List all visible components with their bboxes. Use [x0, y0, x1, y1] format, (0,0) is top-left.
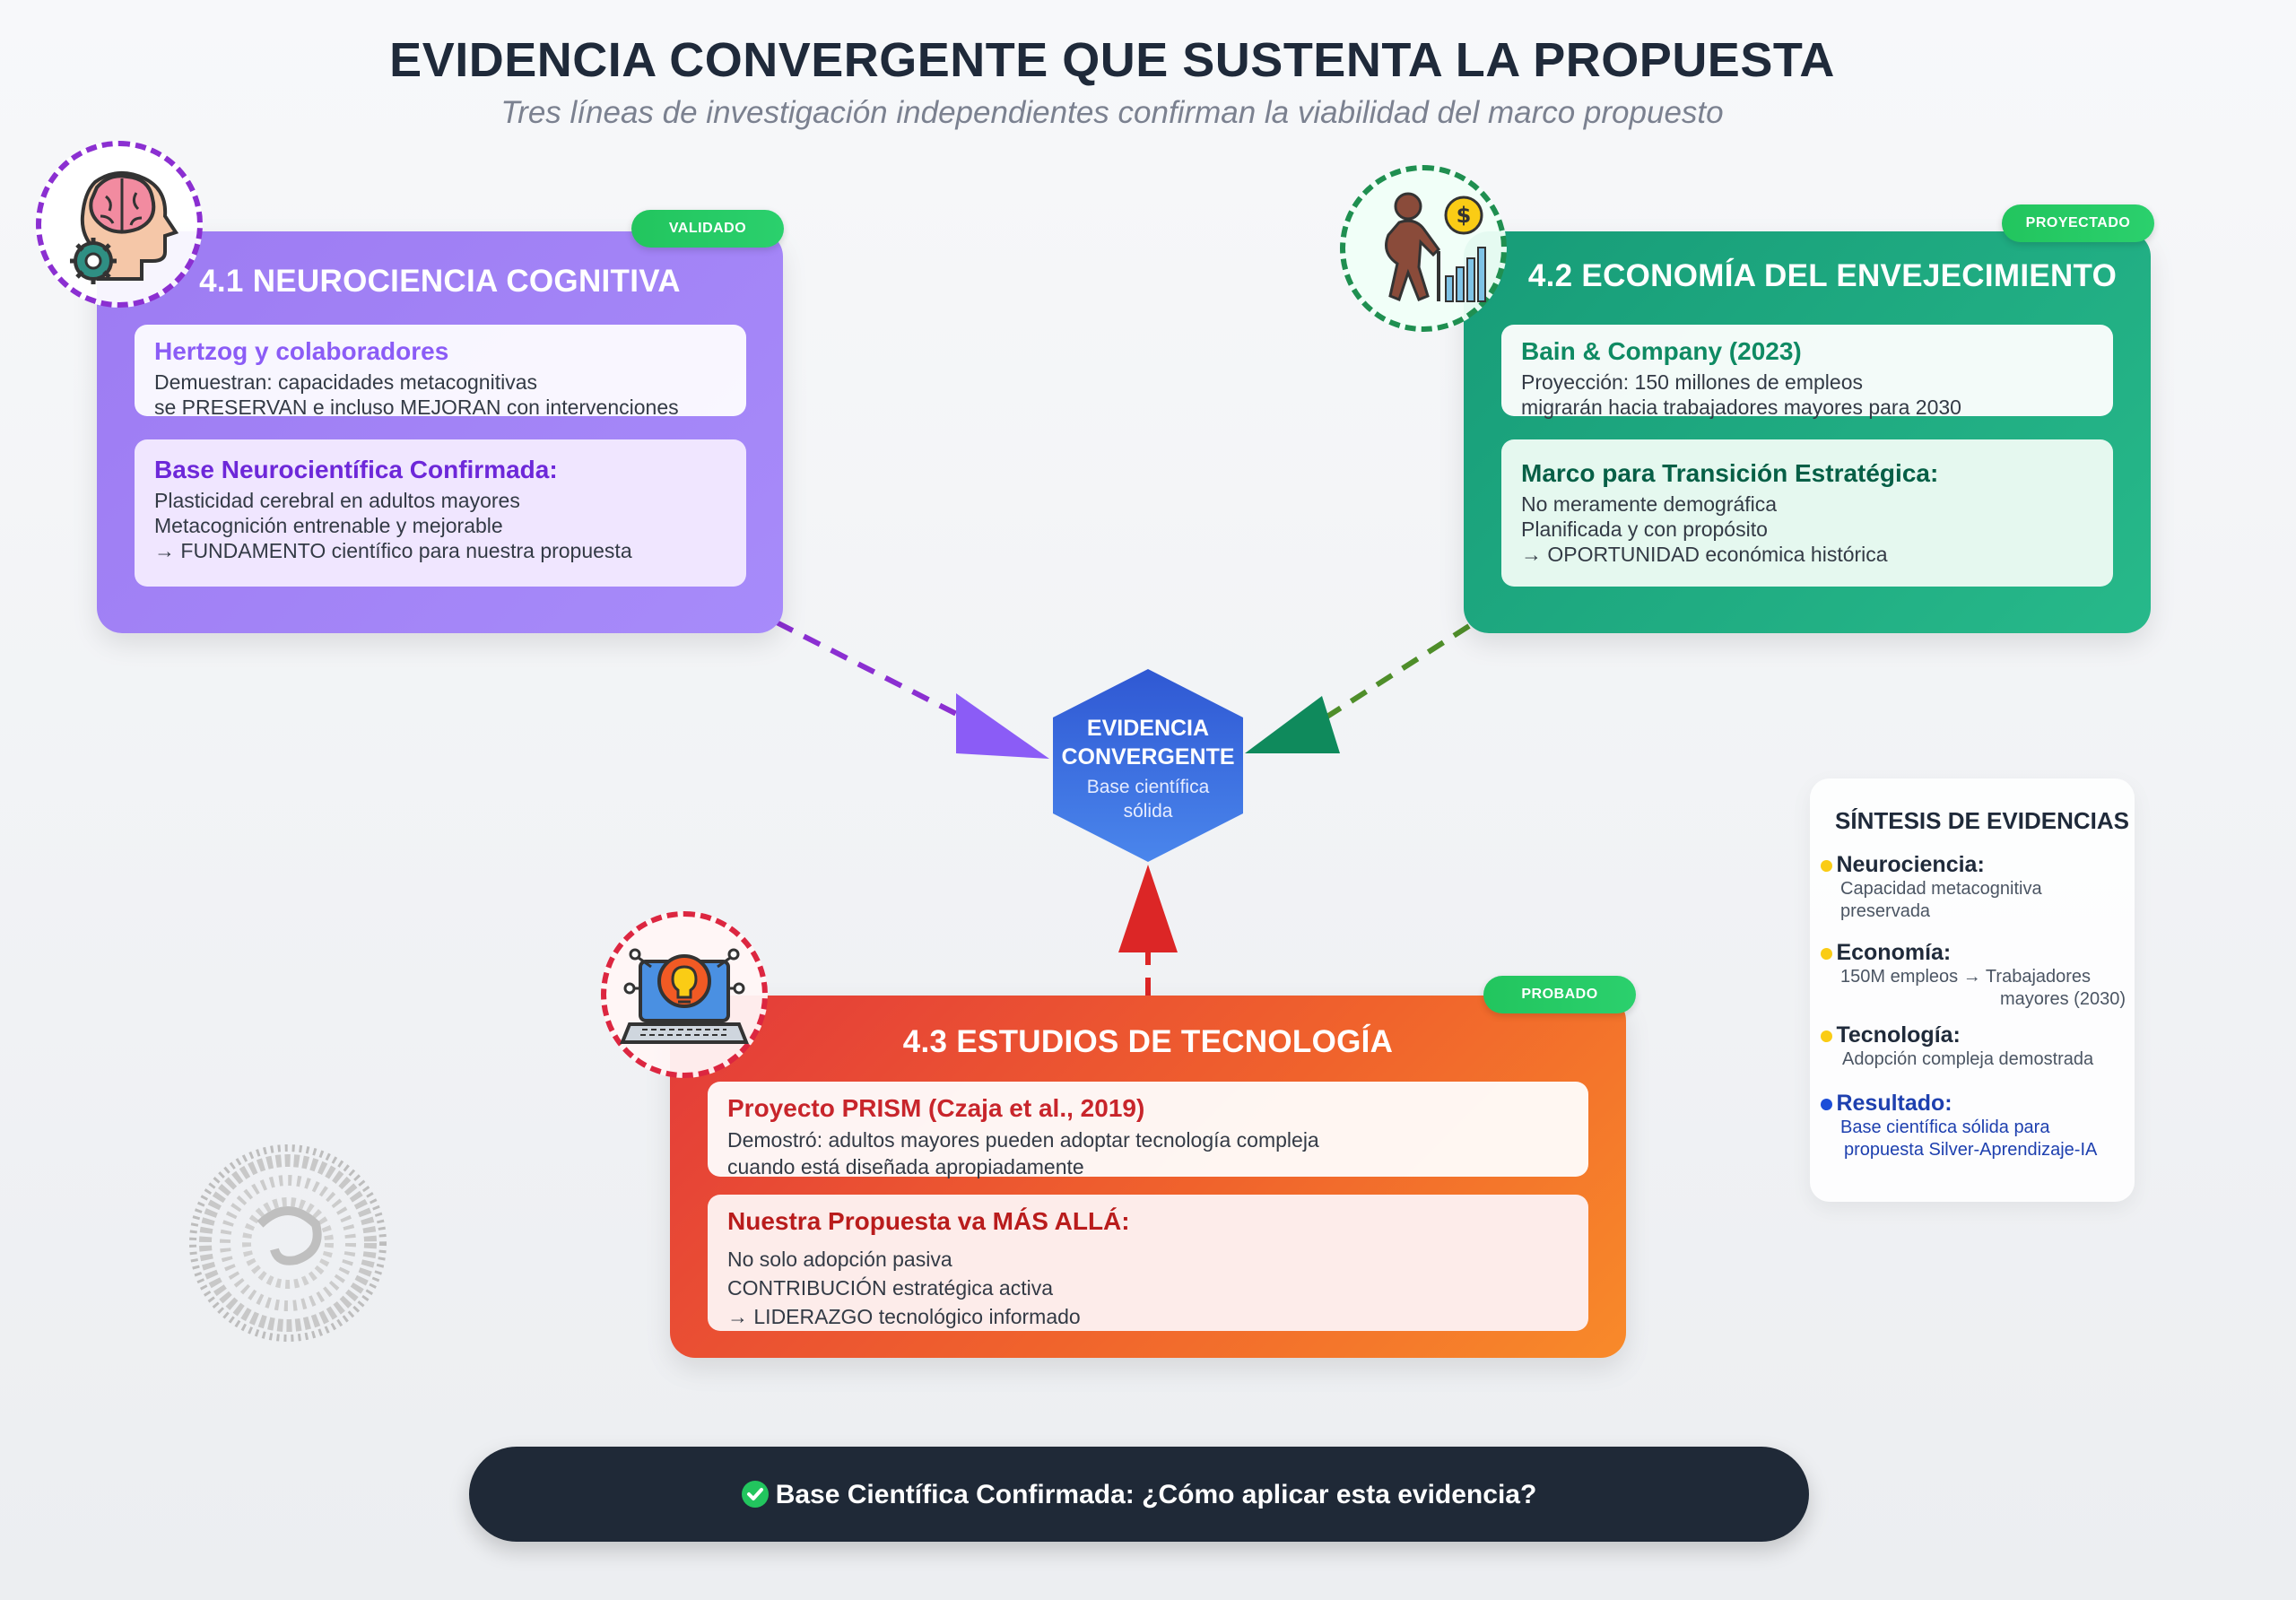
card-tecnologia: 4.3 ESTUDIOS DE TECNOLOGÍA Proyecto PRIS…: [670, 996, 1626, 1358]
card-tech-title: 4.3 ESTUDIOS DE TECNOLOGÍA: [902, 1024, 1394, 1059]
summary-item-economia: Economía: 150M empleos → Trabajadores ma…: [1821, 940, 2126, 1011]
footer-label: Base Científica Confirmada: ¿Cómo aplica…: [469, 1480, 1809, 1510]
summary-line: preservada: [1840, 901, 1931, 921]
hub-line2: CONVERGENTE: [1061, 744, 1235, 770]
elderly-growth-icon: $: [1340, 165, 1507, 332]
summary-dot: [1821, 1030, 1832, 1042]
panel-line: Metacognición entrenable y mejorable: [154, 514, 503, 537]
panel-line: Planificada y con propósito: [1521, 517, 1768, 541]
panel-line: → FUNDAMENTO científico para nuestra pro…: [154, 539, 632, 562]
brain-gear-icon: [36, 141, 203, 308]
arrow-tech-head: [1118, 865, 1178, 952]
arrow-neuro-head: [956, 693, 1049, 759]
panel-hertzog: Hertzog y colaboradores Demuestran: capa…: [135, 325, 746, 419]
summary-line: 150M empleos → Trabajadores: [1840, 967, 2092, 987]
card-economia: 4.2 ECONOMÍA DEL ENVEJECIMIENTO Bain & C…: [1464, 231, 2151, 633]
page-subtitle: Tres líneas de investigación independien…: [500, 95, 1724, 130]
panel-propuesta: Nuestra Propuesta va MÁS ALLÁ: No solo a…: [708, 1195, 1588, 1331]
summary-title: SÍNTESIS DE EVIDENCIAS: [1835, 807, 2129, 834]
panel-line: No meramente demográfica: [1521, 492, 1778, 516]
panel-line: Demostró: adultos mayores pueden adoptar…: [727, 1128, 1319, 1152]
panel-base-neuro: Base Neurocientífica Confirmada: Plastic…: [135, 439, 746, 587]
summary-dot: [1821, 1099, 1832, 1110]
panel-propuesta-head: Nuestra Propuesta va MÁS ALLÁ:: [727, 1207, 1130, 1235]
badge-probado: PROBADO: [1483, 976, 1636, 1013]
arrow-eco-head: [1245, 696, 1340, 753]
footer-text: Base Científica Confirmada: ¿Cómo aplica…: [775, 1480, 1537, 1509]
summary-item-neurociencia: Neurociencia: Capacidad metacognitiva pr…: [1821, 852, 2126, 923]
summary-item-tecnologia: Tecnología: Adopción compleja demostrada: [1821, 1022, 2126, 1071]
panel-marco: Marco para Transición Estratégica: No me…: [1501, 439, 2113, 587]
summary-head: Economía:: [1836, 940, 1952, 965]
summary-dot: [1821, 860, 1832, 872]
summary-panel: SÍNTESIS DE EVIDENCIAS Neurociencia: Cap…: [1810, 778, 2135, 1202]
panel-line: Demuestran: capacidades metacognitivas: [154, 370, 538, 394]
badge-validado: VALIDADO: [631, 210, 784, 248]
hub-sub1: Base científica: [1086, 777, 1210, 797]
footer-cta[interactable]: Base Científica Confirmada: ¿Cómo aplica…: [469, 1447, 1809, 1542]
panel-prism-head: Proyecto PRISM (Czaja et al., 2019): [727, 1094, 1145, 1122]
summary-dot: [1821, 948, 1832, 960]
card-eco-title: 4.2 ECONOMÍA DEL ENVEJECIMIENTO: [1527, 258, 2118, 293]
summary-line: mayores (2030): [1999, 989, 2126, 1009]
arrow-eco-line: [1321, 623, 1471, 722]
summary-head: Tecnología:: [1836, 1022, 1961, 1048]
summary-head: Neurociencia:: [1836, 852, 1985, 877]
laptop-lightbulb-icon: [601, 911, 768, 1078]
decorative-seal-icon: [188, 1143, 387, 1343]
summary-item-resultado: Resultado: Base científica sólida para p…: [1821, 1091, 2126, 1161]
card-neurociencia: 4.1 NEUROCIENCIA COGNITIVA Hertzog y col…: [97, 231, 783, 633]
panel-line: Proyección: 150 millones de empleos: [1521, 370, 1863, 394]
hub-hexagon-shape: [1053, 669, 1243, 862]
card-neuro-title: 4.1 NEUROCIENCIA COGNITIVA: [199, 264, 681, 299]
panel-line: → LIDERAZGO tecnológico informado: [727, 1305, 1081, 1328]
panel-line: No solo adopción pasiva: [727, 1248, 952, 1271]
panel-line: Plasticidad cerebral en adultos mayores: [154, 489, 520, 512]
summary-line: propuesta Silver-Aprendizaje-IA: [1844, 1140, 2098, 1160]
badge-proyectado: PROYECTADO: [2002, 204, 2154, 242]
summary-line: Adopción compleja demostrada: [1842, 1049, 2094, 1069]
panel-line: → OPORTUNIDAD económica histórica: [1521, 543, 1888, 566]
page-title: EVIDENCIA CONVERGENTE QUE SUSTENTA LA PR…: [389, 33, 1835, 87]
panel-line: se PRESERVAN e incluso MEJORAN con inter…: [154, 396, 679, 419]
panel-line: migrarán hacia trabajadores mayores para…: [1521, 396, 1961, 419]
summary-line: Base científica sólida para: [1840, 1117, 2050, 1137]
summary-head: Resultado:: [1836, 1091, 1952, 1116]
panel-hertzog-head: Hertzog y colaboradores: [154, 337, 449, 365]
panel-bain-head: Bain & Company (2023): [1521, 337, 1802, 365]
arrow-neuro-line: [775, 620, 979, 727]
panel-marco-head: Marco para Transición Estratégica:: [1521, 459, 1939, 487]
check-circle-icon: [741, 1481, 769, 1508]
summary-line: Capacidad metacognitiva: [1840, 879, 2042, 899]
panel-base-neuro-head: Base Neurocientífica Confirmada:: [154, 456, 558, 483]
hub-sub2: sólida: [1123, 801, 1173, 822]
panel-bain: Bain & Company (2023) Proyección: 150 mi…: [1501, 325, 2113, 419]
hub-evidencia-convergente: EVIDENCIA CONVERGENTE Base científica só…: [1051, 669, 1245, 862]
hub-line1: EVIDENCIA: [1086, 716, 1210, 741]
panel-line: cuando está diseñada apropiadamente: [727, 1155, 1084, 1178]
svg-text:$: $: [1457, 203, 1472, 228]
panel-prism: Proyecto PRISM (Czaja et al., 2019) Demo…: [708, 1082, 1588, 1178]
panel-line: CONTRIBUCIÓN estratégica activa: [727, 1276, 1053, 1300]
